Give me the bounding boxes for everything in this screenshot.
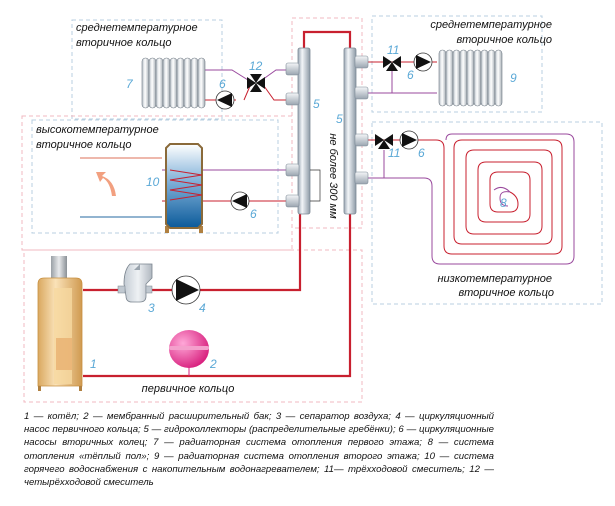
manifold-right-stub [354, 133, 369, 147]
number-manifold-right: 5 [336, 112, 343, 126]
number-pump-left-radiator: 6 [219, 77, 226, 91]
dimension-bracket [310, 169, 321, 202]
three-way-mixer-floor-icon [375, 134, 393, 149]
four-way-mixer-icon [247, 74, 265, 92]
number-water-heater: 10 [146, 175, 160, 189]
radiator-section [190, 57, 199, 109]
zone-low-box [371, 121, 603, 305]
zone-primary-box [23, 249, 363, 403]
number-pump-boiler: 6 [250, 207, 257, 221]
radiator-section [494, 49, 503, 107]
number-underfloor-heating: 8 [500, 196, 507, 210]
number-radiator-second-floor: 9 [510, 71, 517, 85]
radiator-first-floor [141, 57, 206, 109]
number-radiator-first-floor: 7 [126, 77, 134, 91]
dimension-note: не более 300 мм [327, 133, 339, 219]
manifold-left-stub [285, 163, 300, 177]
zone-primary-label: первичное кольцо [142, 383, 235, 395]
expansion-tank [169, 330, 209, 376]
radiator-section [452, 49, 461, 107]
hot-water-arrow-icon [96, 172, 116, 196]
number-three-way-floor: 11 [388, 146, 400, 160]
radiator-section [487, 49, 496, 107]
zone-high-box [31, 119, 279, 234]
number-boiler: 1 [90, 357, 97, 371]
radiator-second-floor [438, 49, 503, 107]
pipe-manifold-bridge [302, 30, 352, 52]
pipe-right-medium-return [366, 68, 437, 94]
pipe-primary-return [83, 212, 352, 378]
radiator-section [176, 57, 185, 109]
zone-low-title: низкотемпературное [437, 273, 552, 285]
zone-medium-left-title: среднетемпературное [76, 22, 198, 34]
pump-left-radiator-icon [215, 90, 235, 110]
pump-floor-icon [399, 130, 419, 150]
pipe-floor-return [366, 133, 575, 265]
radiator-section [148, 57, 157, 109]
number-primary-pump: 4 [199, 301, 206, 315]
zone-medium-right-title: среднетемпературное [430, 19, 552, 31]
zone-medium-right-subtitle: вторичное кольцо [456, 34, 552, 46]
zone-low-subtitle: вторичное кольцо [458, 287, 554, 299]
radiator-section [466, 49, 475, 107]
radiator-section [197, 57, 206, 109]
radiator-section [473, 49, 482, 107]
zone-high-subtitle: вторичное кольцо [36, 139, 132, 151]
boiler [37, 256, 83, 391]
legend-caption: 1 — котёл; 2 — мембранный расширительный… [24, 411, 494, 489]
primary-pump-icon [171, 275, 201, 305]
pipe-floor-inner-return [493, 186, 511, 207]
zone-high-title: высокотемпературное [36, 124, 159, 136]
manifold-right [343, 47, 369, 215]
radiator-section [141, 57, 150, 109]
pipe-primary-supply [83, 208, 302, 292]
manifold-right-stub [354, 171, 369, 185]
three-way-mixer-top-icon [383, 56, 401, 71]
pump-boiler-icon [230, 191, 250, 211]
zone-medium-right-box [371, 15, 543, 113]
number-air-separator: 3 [148, 301, 155, 315]
zone-medium-left-subtitle: вторичное кольцо [76, 37, 172, 49]
radiator-section [155, 57, 164, 109]
zone-boxes [21, 15, 603, 403]
manifold-left-stub [285, 194, 300, 208]
number-pump-floor: 6 [418, 146, 425, 160]
number-four-way-mixer: 12 [249, 59, 263, 73]
air-separator [117, 263, 153, 303]
number-manifold-left: 5 [313, 97, 320, 111]
manifold-right-stub [354, 86, 369, 100]
radiator-section [445, 49, 454, 107]
radiator-section [438, 49, 447, 107]
manifold-left-stub [285, 92, 300, 106]
radiator-section [169, 57, 178, 109]
heating-coil [169, 169, 203, 201]
manifold-left-stub [285, 62, 300, 76]
radiator-section [183, 57, 192, 109]
manifold-left [285, 47, 311, 215]
radiator-section [480, 49, 489, 107]
pump-right-radiator-icon [413, 52, 433, 72]
radiator-section [459, 49, 468, 107]
number-pump-right-radiator: 6 [407, 68, 414, 82]
manifold-right-stub [354, 55, 369, 69]
number-three-way-top: 11 [387, 43, 399, 57]
water-heater-tank [165, 143, 203, 233]
pipe-floor-supply [366, 139, 563, 255]
radiator-section [162, 57, 171, 109]
number-expansion-tank: 2 [209, 357, 217, 371]
